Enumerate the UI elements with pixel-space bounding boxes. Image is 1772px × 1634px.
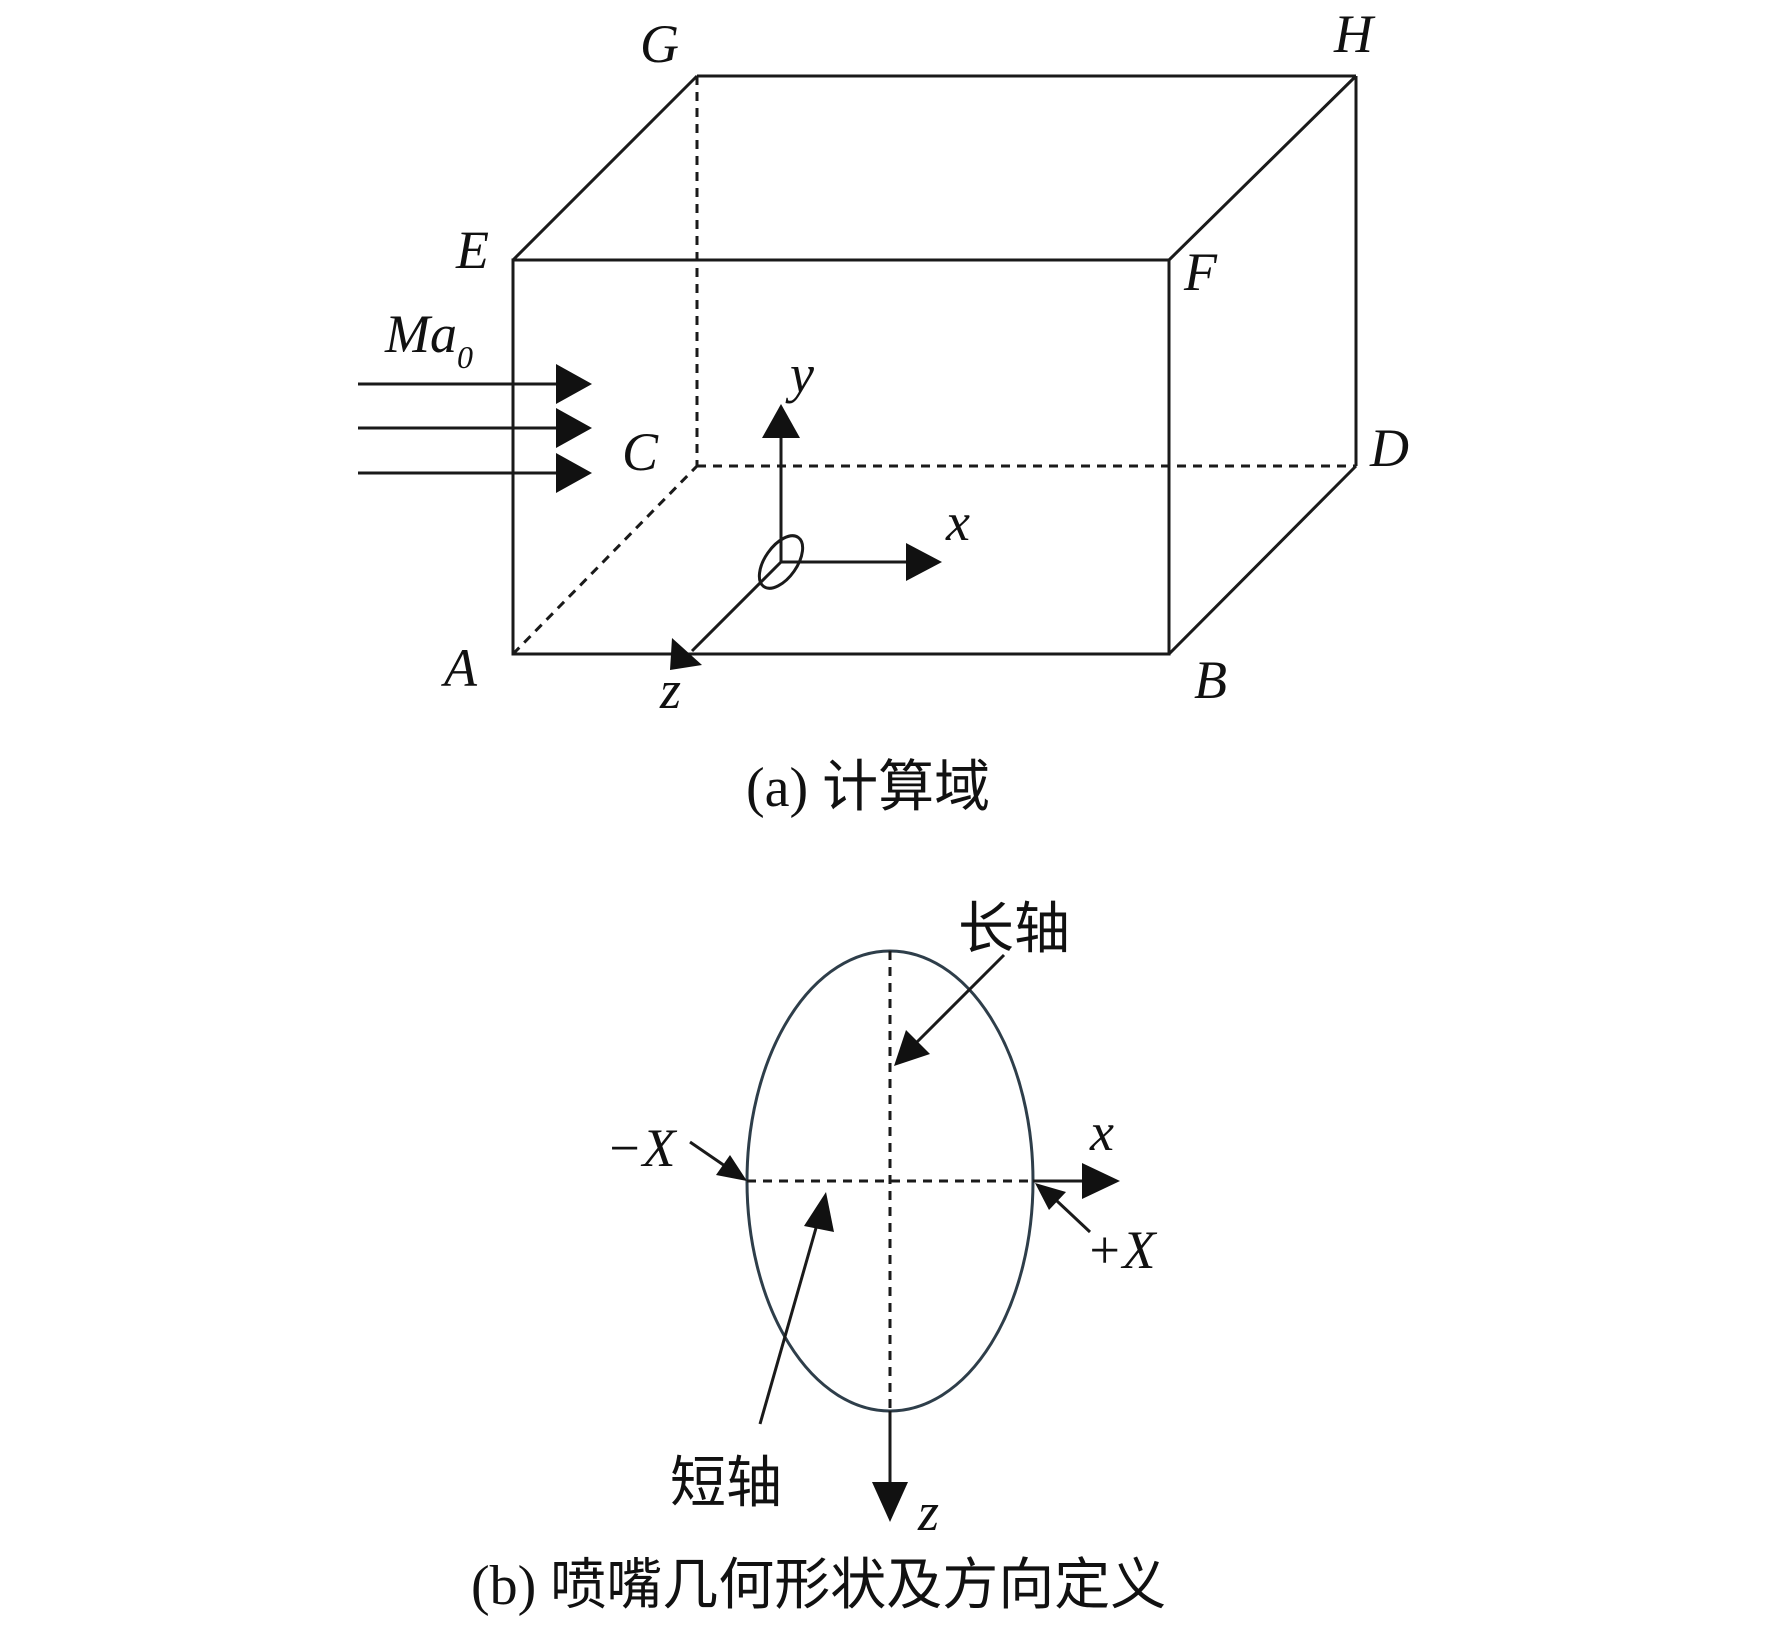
- edge-EG: [511, 74, 699, 262]
- caption-a: (a) 计算域: [746, 757, 990, 819]
- vertex-label-H: H: [1333, 4, 1376, 64]
- z-axis-arrowhead-b: [872, 1482, 908, 1522]
- plus-x-pointer-head: [1035, 1183, 1066, 1210]
- vertex-label-E: E: [455, 220, 489, 280]
- panel-b-nozzle-geometry: x z 长轴 短轴 −X +X (b) 喷嘴几何形状及方向定义: [471, 897, 1166, 1617]
- long-axis-pointer-head: [894, 1030, 930, 1066]
- edge-FH: [1167, 74, 1358, 262]
- axis-label-x: x: [945, 492, 970, 552]
- x-axis-arrowhead-b: [1082, 1163, 1120, 1199]
- axis-label-z: z: [659, 660, 681, 720]
- axis-label-y: y: [785, 344, 814, 404]
- minus-x-pointer-line: [689, 1140, 726, 1168]
- vertex-label-D: D: [1369, 418, 1409, 478]
- panel-a-computational-domain: Ma0 y x z G H E F C D A B (a) 计算域: [358, 4, 1409, 819]
- axis-label-z-b: z: [917, 1482, 939, 1542]
- vertex-label-A: A: [441, 638, 478, 698]
- short-axis-label: 短轴: [670, 1451, 782, 1516]
- short-axis-pointer-head: [804, 1192, 834, 1232]
- minus-x-label: −X: [606, 1118, 677, 1178]
- front-face: [511, 258, 1171, 656]
- minus-x-pointer-head: [716, 1155, 747, 1181]
- coordinate-axes: [670, 404, 942, 670]
- axis-label-x-b: x: [1089, 1102, 1114, 1162]
- edge-AC-hidden: [511, 464, 699, 656]
- inflow-mach-label: Ma0: [384, 304, 473, 375]
- long-axis-label: 长轴: [958, 897, 1070, 962]
- long-axis-pointer-line: [914, 953, 1006, 1045]
- y-axis-arrowhead: [762, 404, 800, 438]
- x-axis-arrowhead: [906, 543, 942, 581]
- plus-x-pointer-line: [1055, 1199, 1092, 1234]
- vertex-label-B: B: [1194, 650, 1227, 710]
- vertex-label-G: G: [640, 14, 679, 74]
- plus-x-label: +X: [1086, 1220, 1157, 1280]
- short-axis-pointer-line: [758, 1227, 818, 1425]
- z-axis-line: [690, 560, 783, 653]
- edge-BD: [1167, 464, 1358, 656]
- nozzle-ellipse-small: [757, 534, 805, 590]
- vertex-label-F: F: [1183, 242, 1218, 302]
- vertex-label-C: C: [622, 422, 659, 482]
- caption-b: (b) 喷嘴几何形状及方向定义: [471, 1555, 1166, 1617]
- z-axis-arrowhead: [670, 638, 702, 670]
- inflow-arrows: [358, 364, 592, 493]
